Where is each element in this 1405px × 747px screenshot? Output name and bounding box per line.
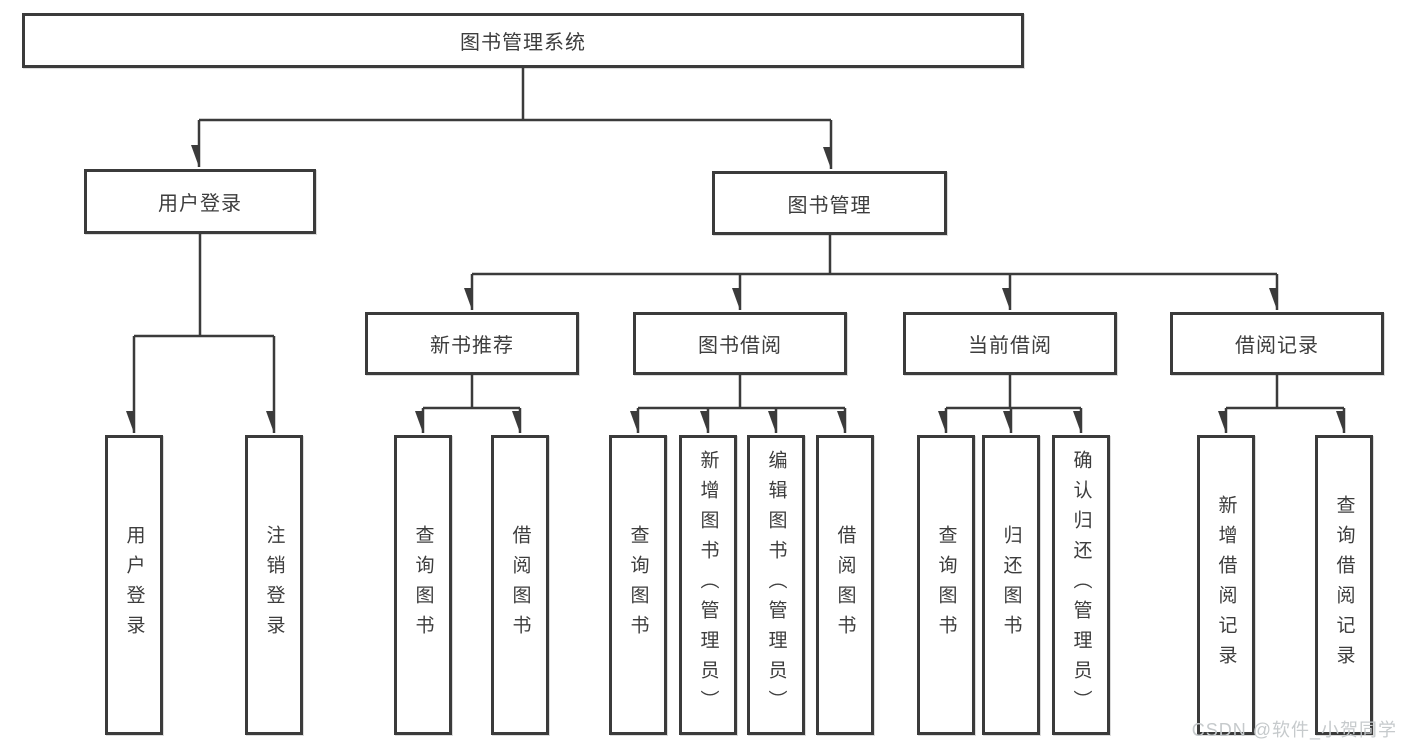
leaf-borrow-books-borrowing: 借阅图书 bbox=[816, 435, 874, 735]
leaf-label: 新增借阅记录 bbox=[1215, 495, 1237, 675]
node-root-system: 图书管理系统 bbox=[22, 13, 1024, 68]
leaf-borrow-books-recommend: 借阅图书 bbox=[491, 435, 549, 735]
leaf-label: 用户登录 bbox=[123, 525, 145, 645]
leaf-label: 注销登录 bbox=[263, 525, 285, 645]
leaf-return-books: 归还图书 bbox=[982, 435, 1040, 735]
leaf-label: 归还图书 bbox=[1000, 525, 1022, 645]
leaf-add-borrow-record: 新增借阅记录 bbox=[1197, 435, 1255, 735]
leaf-label: 查询借阅记录 bbox=[1333, 495, 1355, 675]
leaf-label: 确认归还（管理员） bbox=[1070, 450, 1092, 720]
node-new-book-recommend: 新书推荐 bbox=[365, 312, 579, 375]
leaf-label: 借阅图书 bbox=[834, 525, 856, 645]
node-book-management-branch: 图书管理 bbox=[712, 171, 947, 235]
node-current-borrowing: 当前借阅 bbox=[903, 312, 1117, 375]
leaf-query-books-current: 查询图书 bbox=[917, 435, 975, 735]
node-book-borrowing: 图书借阅 bbox=[633, 312, 847, 375]
leaf-label: 查询图书 bbox=[935, 525, 957, 645]
leaf-label: 借阅图书 bbox=[509, 525, 531, 645]
leaf-add-book-admin: 新增图书（管理员） bbox=[679, 435, 737, 735]
leaf-logout: 注销登录 bbox=[245, 435, 303, 735]
node-borrowing-records: 借阅记录 bbox=[1170, 312, 1384, 375]
csdn-watermark: CSDN @软件_小贺同学 bbox=[1191, 720, 1397, 740]
leaf-label: 编辑图书（管理员） bbox=[765, 450, 787, 720]
leaf-label: 新增图书（管理员） bbox=[697, 450, 719, 720]
leaf-confirm-return-admin: 确认归还（管理员） bbox=[1052, 435, 1110, 735]
leaf-label: 查询图书 bbox=[627, 525, 649, 645]
leaf-edit-book-admin: 编辑图书（管理员） bbox=[747, 435, 805, 735]
leaf-label: 查询图书 bbox=[412, 525, 434, 645]
leaf-user-login: 用户登录 bbox=[105, 435, 163, 735]
leaf-query-books-borrowing: 查询图书 bbox=[609, 435, 667, 735]
node-user-login-branch: 用户登录 bbox=[84, 169, 316, 234]
leaf-query-borrow-record: 查询借阅记录 bbox=[1315, 435, 1373, 735]
leaf-query-books-recommend: 查询图书 bbox=[394, 435, 452, 735]
